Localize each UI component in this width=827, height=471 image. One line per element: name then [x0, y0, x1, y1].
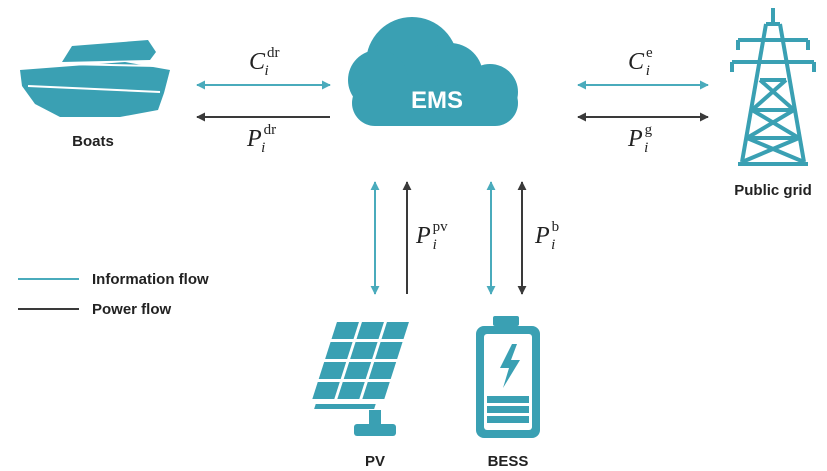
boats-label: Boats — [72, 133, 114, 150]
solar-panel-icon — [312, 322, 409, 436]
pv-label: PV — [365, 453, 385, 470]
ems-cloud-icon — [348, 17, 518, 126]
pylon-icon — [730, 8, 816, 166]
legend-power-label: Power flow — [92, 301, 172, 318]
legend-information-label: Information flow — [92, 271, 209, 288]
boat-icon — [20, 40, 170, 117]
battery-icon — [476, 316, 540, 438]
public-grid-label: Public grid — [734, 182, 812, 199]
bess-label: BESS — [488, 453, 529, 470]
ems-label: EMS — [411, 87, 463, 114]
